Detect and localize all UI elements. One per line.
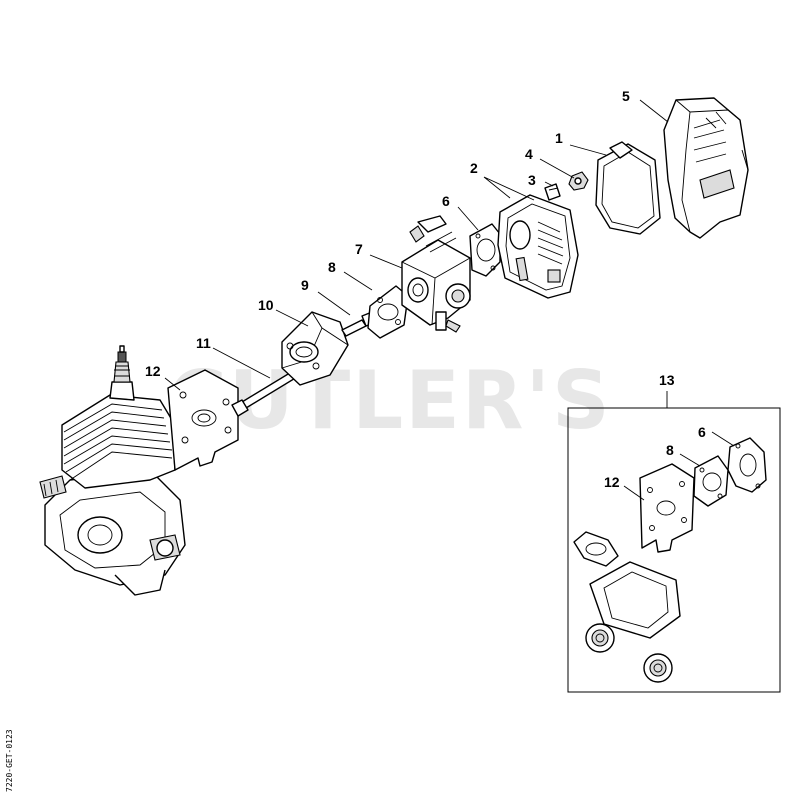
part-3-screw [544,183,561,201]
part-7-carburetor [401,215,471,333]
callout-6: 6 [442,193,450,209]
callout-8: 8 [328,259,336,275]
callout-12: 12 [145,363,161,379]
callout-4: 4 [525,146,533,162]
callout-7: 7 [355,241,363,257]
part-12-gasket [167,369,239,471]
leader-lines [164,99,669,391]
part-2-filter-base [497,194,579,299]
kit-seal-right [643,653,673,683]
callout-9: 9 [301,277,309,293]
engine [39,345,186,596]
kit-seal-left [585,623,615,653]
callout-13: 13 [659,372,675,388]
kit-callout-8: 8 [666,442,674,458]
part-1-filter [595,141,661,235]
callout-11: 11 [196,335,211,351]
kit-callout-6: 6 [698,424,706,440]
part-6-gasket [469,223,501,277]
callout-5: 5 [622,88,630,104]
part-4-nut [568,171,589,191]
callout-10: 10 [258,297,274,313]
part-8-gasket [367,285,409,339]
callout-2: 2 [470,160,478,176]
part-10-manifold [281,311,349,386]
kit-callout-12: 12 [604,474,620,490]
gasket-kit-box: 13 6 8 12 [567,372,781,693]
part-5-cover [663,97,749,239]
document-id: 7220-GET-0123 [5,729,14,792]
callout-3: 3 [528,172,536,188]
callout-1: 1 [555,130,563,146]
